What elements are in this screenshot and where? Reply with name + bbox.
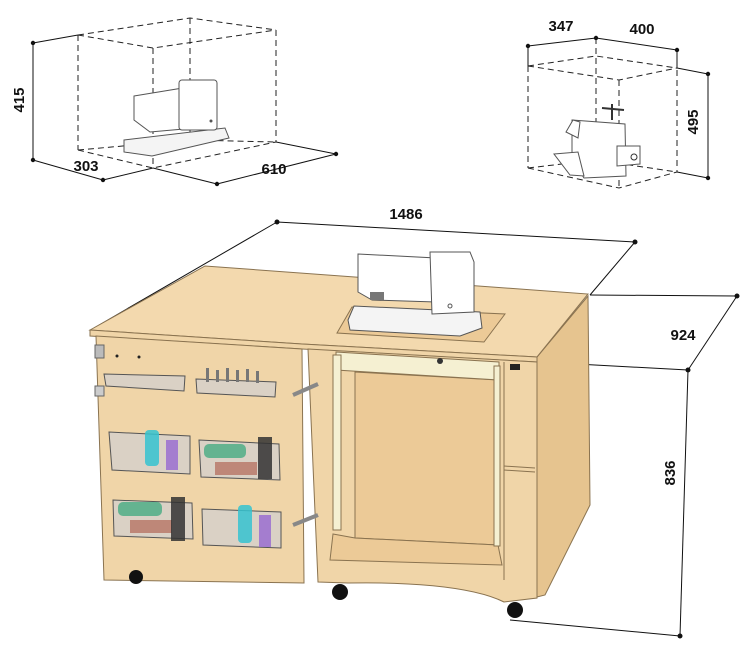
caster-left-front: [129, 570, 143, 584]
overlocker-height-label: 495: [685, 109, 702, 134]
cabinet-height-label: 836: [662, 460, 679, 485]
overlocker-depth-label: 347: [548, 18, 573, 35]
overlocker-width-label: 400: [629, 21, 654, 38]
sewing-cabinet: 1486 924 836: [88, 206, 740, 639]
cabinet-width-label: 1486: [389, 206, 422, 223]
cabinet-depth-label: 924: [670, 327, 696, 344]
caster-right: [507, 602, 523, 618]
overlocker-dimension-box: 347 400 495: [525, 18, 711, 189]
sewing-machine-icon: [123, 79, 230, 157]
cabinet-sewing-machine-icon: [347, 251, 483, 337]
machine-depth-label: 303: [73, 158, 98, 175]
overlocker-icon: [553, 104, 641, 179]
caster-center: [332, 584, 348, 600]
machine-width-label: 610: [261, 161, 286, 178]
sewing-machine-dimension-box: 415 303 610: [11, 17, 339, 187]
door-storage-bins: [103, 368, 282, 549]
machine-height-label: 415: [11, 87, 28, 112]
